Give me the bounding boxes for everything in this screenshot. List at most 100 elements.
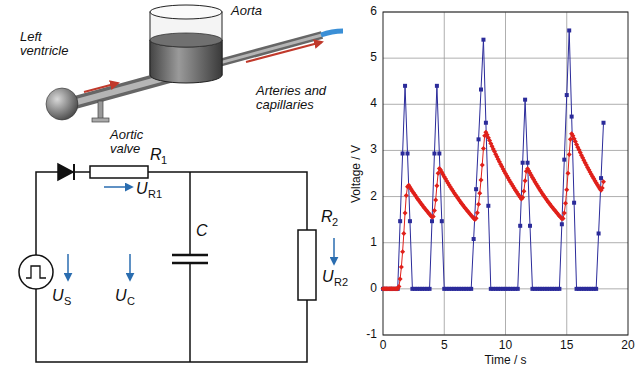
capacitor-voltage-marker (403, 211, 408, 216)
axis-tick-label: 5 (370, 52, 377, 65)
capacitor-voltage-marker (565, 171, 570, 176)
source-voltage-marker (523, 98, 527, 102)
source-voltage-marker (430, 219, 434, 223)
capacitor-voltage-line (383, 132, 604, 289)
chart (381, 12, 629, 335)
component-symbol: R (321, 208, 333, 226)
axis-title: Voltage / V (350, 144, 363, 202)
signal-subscript: R1 (148, 188, 162, 200)
capacitor-voltage-marker (563, 201, 568, 206)
capacitor-voltage-marker (562, 211, 567, 216)
signal-name: U (115, 287, 127, 305)
axis-tick-label: 5 (441, 339, 448, 352)
signal-subscript: C (127, 295, 135, 307)
capacitor-voltage-marker (401, 231, 406, 236)
source-voltage-marker (408, 219, 412, 223)
source-voltage-marker (486, 204, 490, 208)
source-voltage-marker (599, 176, 603, 180)
component-subscript: 1 (161, 154, 167, 166)
axis-tick-label: 3 (370, 144, 377, 157)
signal-name: U (52, 287, 64, 305)
source-voltage-marker (528, 224, 532, 228)
wire (189, 263, 191, 362)
source-voltage-marker (484, 121, 488, 125)
signal-name: U (322, 268, 334, 286)
source-voltage-marker (469, 287, 473, 291)
source-voltage-line (383, 30, 604, 288)
capacitor-voltage-marker (561, 216, 566, 221)
component-symbol: C (196, 222, 208, 240)
axis-tick-label: 20 (621, 339, 634, 352)
source-voltage-marker (557, 287, 561, 291)
capacitor-voltage-marker (567, 152, 572, 157)
axis-tick-label: 0 (380, 339, 387, 352)
source-voltage-marker (597, 231, 601, 235)
source-voltage-marker (565, 93, 569, 97)
capacitor-plate (172, 262, 208, 265)
axis-tick-label: 6 (370, 5, 377, 18)
wire (189, 172, 191, 255)
source-voltage-marker (479, 88, 483, 92)
source-voltage-marker (602, 121, 606, 125)
capacitor-voltage-marker (476, 202, 481, 207)
capacitor-voltage-marker (481, 146, 486, 151)
capacitor-voltage-marker (398, 276, 403, 281)
resistor-symbol (90, 166, 148, 178)
source-voltage-marker (516, 287, 520, 291)
source-voltage-marker (572, 201, 576, 205)
capacitor-voltage-marker (523, 178, 528, 183)
part-name: Arteries and capillaries (256, 84, 352, 113)
source-voltage-marker (481, 38, 485, 42)
capacitor-voltage-marker (477, 191, 482, 196)
source-voltage-marker (472, 237, 476, 241)
axis-tick-label: 15 (560, 339, 573, 352)
capacitor-voltage-marker (600, 186, 605, 191)
signal-subscript: S (64, 295, 71, 307)
capacitor-plate (172, 254, 208, 257)
voltage-arrows (68, 187, 334, 280)
capacitor-voltage-marker (521, 189, 526, 194)
source-voltage-marker (570, 115, 574, 119)
signal-name: U (136, 180, 148, 198)
capacitor-voltage-marker (479, 177, 484, 182)
part-name: Left ventricle (20, 30, 84, 59)
source-voltage-marker (398, 219, 402, 223)
wire (36, 172, 58, 255)
wire (36, 289, 307, 362)
capacitor-voltage-marker (396, 284, 401, 289)
plot-frame (383, 12, 628, 335)
axis-tick-label: 0 (370, 282, 377, 295)
component-symbol: R (150, 146, 162, 164)
source-voltage-marker (401, 152, 405, 156)
axis-title: Time / s (484, 354, 526, 367)
capacitor-voltage-marker (404, 193, 409, 198)
capacitor-voltage-marker (433, 198, 438, 203)
capacitor-voltage-marker (480, 162, 485, 167)
source-voltage-marker (432, 152, 436, 156)
axis-tick-label: 4 (370, 98, 377, 111)
capacitor-voltage-marker (475, 210, 480, 215)
capacitor-voltage-marker (601, 179, 606, 184)
wire (148, 172, 307, 230)
source-voltage-marker (518, 224, 522, 228)
capacitor-voltage-marker (400, 249, 405, 254)
source-voltage-marker (521, 161, 525, 165)
axis-tick-label: -1 (366, 328, 377, 341)
component-subscript: 2 (332, 216, 338, 228)
source-voltage-marker (428, 287, 432, 291)
source-voltage-marker (477, 137, 481, 141)
resistor-symbol (298, 230, 316, 300)
source-voltage-marker (560, 222, 564, 226)
source-voltage-marker (562, 158, 566, 162)
capacitor-voltage-marker (520, 195, 525, 200)
source-voltage-marker (474, 187, 478, 191)
capacitor-voltage-marker (432, 208, 437, 213)
source-symbol (19, 255, 53, 289)
part-name: Aorta (231, 4, 262, 18)
capacitor-voltage-marker (474, 216, 479, 221)
source-voltage-marker (567, 28, 571, 32)
source-voltage-marker (437, 152, 441, 156)
diode-symbol (58, 164, 73, 180)
source-voltage-marker (440, 219, 444, 223)
